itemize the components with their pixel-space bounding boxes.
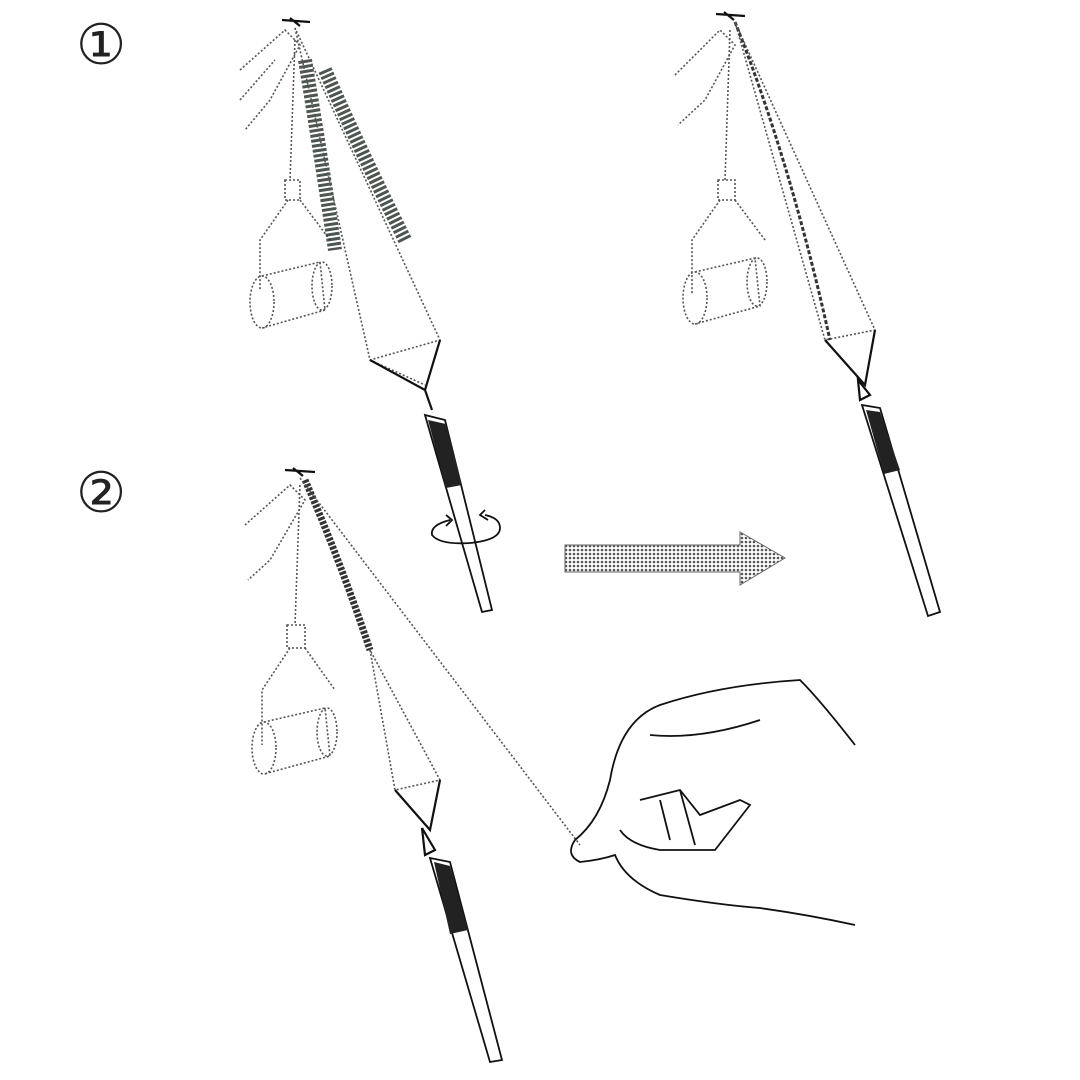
scene-1-after-spinning: [674, 11, 942, 618]
dubbing-fibers: [298, 58, 412, 252]
hand: [570, 679, 856, 926]
scene-1-before-spinning: [239, 17, 501, 614]
twisted-dubbing: [733, 21, 832, 341]
progress-arrow-icon: [564, 531, 786, 586]
bobbin-holder: [249, 39, 333, 329]
spinner-handle: [423, 413, 494, 614]
dubbing-loop: [294, 27, 442, 386]
pulled-thread: [299, 477, 581, 846]
step-2-label: ②: [76, 461, 127, 526]
scene-2-forming-loop: [244, 467, 856, 1064]
hook-thread-tie: [281, 17, 311, 27]
vise-hand: [239, 28, 301, 131]
dubbing-rope: [301, 478, 374, 652]
step-1-label: ①: [76, 13, 127, 78]
spinner-grip: [428, 420, 462, 488]
loop-spinner: [369, 339, 442, 411]
rotation-arrow-icon: [430, 514, 501, 545]
